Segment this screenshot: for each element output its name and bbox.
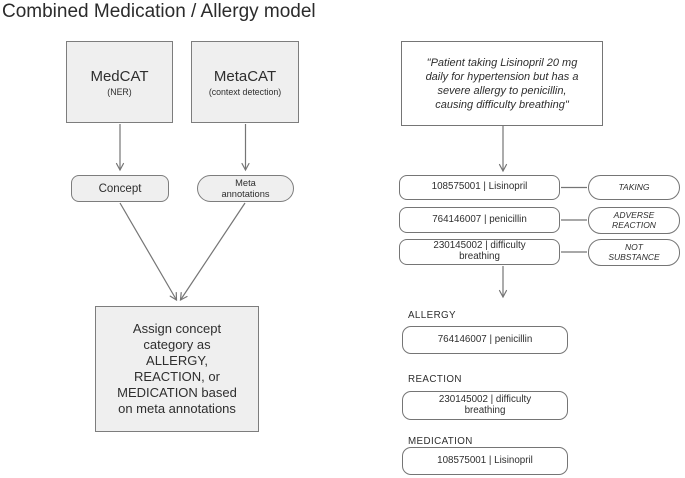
entity-box-lisinopril: 108575001 | Lisinopril xyxy=(399,175,560,200)
meta-pill-not-substance: NOT SUBSTANCE xyxy=(588,239,680,266)
category-box-allergy: 764146007 | penicillin xyxy=(402,326,568,354)
medcat-note: (NER) xyxy=(107,86,132,97)
category-box-reaction: 230145002 | difficulty breathing xyxy=(402,391,568,420)
concept-node: Concept xyxy=(71,175,169,202)
meta-annotations-node: Meta annotations xyxy=(197,175,294,202)
metacat-name: MetaCAT xyxy=(213,67,277,85)
category-label-medication: MEDICATION xyxy=(408,436,473,447)
meta-pill-taking: TAKING xyxy=(588,175,680,200)
medcat-box: MedCAT (NER) xyxy=(66,41,173,123)
arrow-concept-to-assign xyxy=(119,202,178,302)
category-box-medication: 108575001 | Lisinopril xyxy=(402,447,568,475)
assign-category-box: Assign concept category as ALLERGY, REAC… xyxy=(95,306,259,432)
example-quote-box: "Patient taking Lisinopril 20 mg daily f… xyxy=(401,41,603,126)
metacat-box: MetaCAT (context detection) xyxy=(191,41,299,123)
category-label-allergy: ALLERGY xyxy=(408,310,456,321)
metacat-note: (context detection) xyxy=(208,86,282,97)
medcat-name: MedCAT xyxy=(90,67,149,85)
diagram-title: Combined Medication / Allergy model xyxy=(2,1,316,22)
entity-box-penicillin: 764146007 | penicillin xyxy=(399,207,560,233)
arrow-meta-annotations-to-assign xyxy=(179,202,246,302)
meta-pill-adverse-reaction: ADVERSE REACTION xyxy=(588,207,680,234)
entity-box-difficulty-breathing: 230145002 | difficulty breathing xyxy=(399,239,560,265)
category-label-reaction: REACTION xyxy=(408,374,462,385)
